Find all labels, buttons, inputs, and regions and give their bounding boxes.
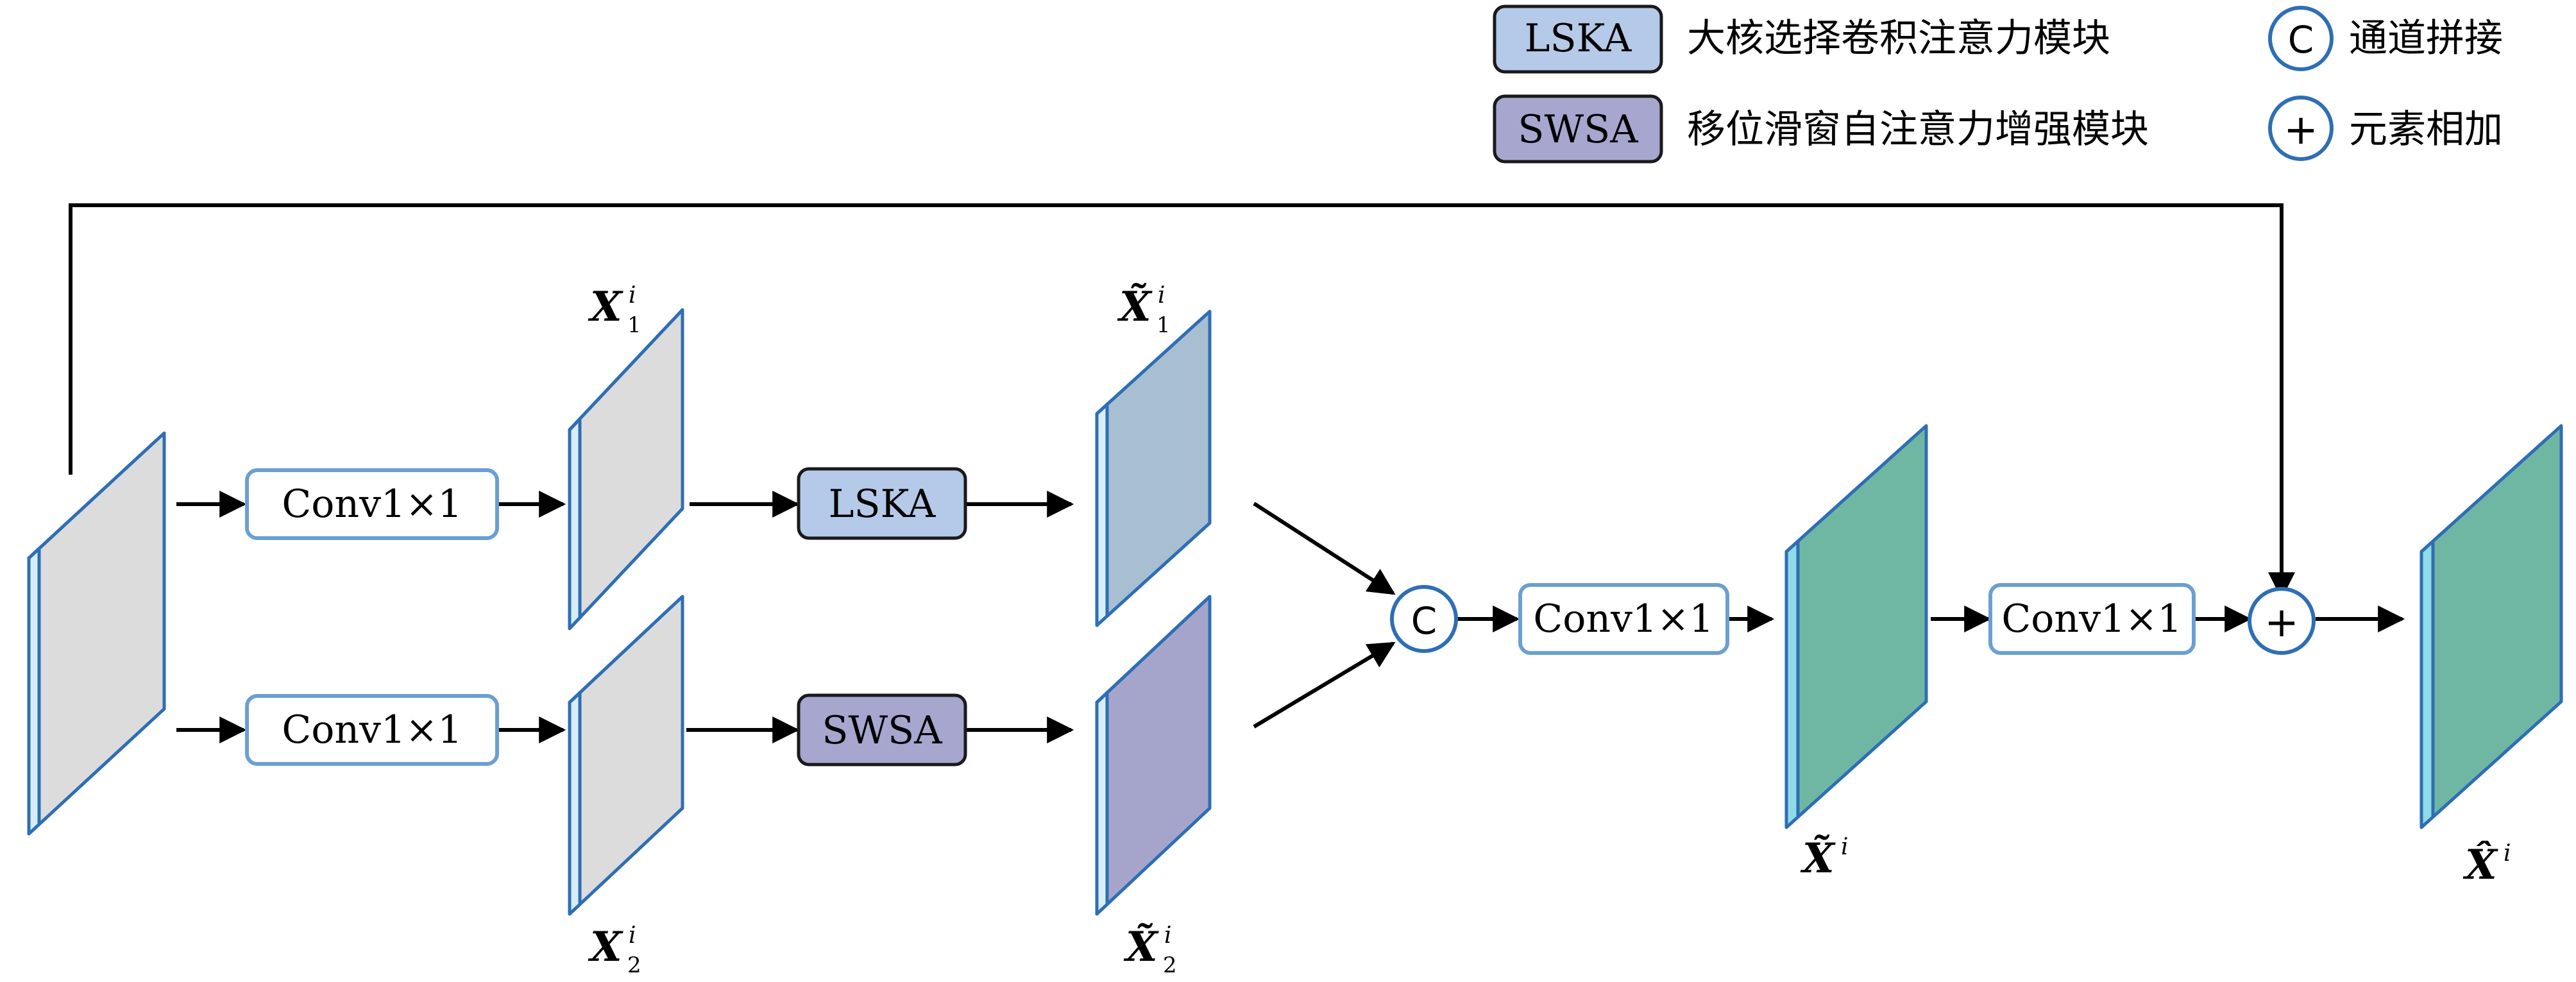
label-x1-sup: i: [629, 282, 636, 309]
label-x2-tilde: X̃ i 2: [1123, 922, 1177, 978]
feature-map-x1-tilde-face: [1105, 310, 1212, 618]
label-x-tilde: X̃ i: [1800, 834, 1849, 883]
label-x-hat-sup: i: [2504, 840, 2511, 867]
legend-lska-swatch: [1493, 4, 1663, 74]
legend-concat-icon: [2268, 6, 2334, 71]
conv-top-label: Conv1×1: [282, 482, 462, 527]
concat-operator: C: [1390, 585, 1458, 653]
label-x1-tilde: X̃ i 1: [1117, 282, 1171, 338]
legend-add-icon: [2268, 96, 2334, 161]
label-x1-base: X: [588, 283, 623, 331]
legend-swsa-tag: SWSA: [1518, 107, 1638, 152]
legend-swsa: SWSA 移位滑窗自注意力增强模块: [1493, 94, 2149, 164]
label-x-tilde-base: X̃: [1800, 834, 1836, 883]
label-x1-sub: 1: [627, 312, 641, 338]
add-symbol: +: [2264, 599, 2299, 647]
label-x2: X i 2: [588, 922, 641, 978]
feature-map-x2-tilde-face: [1105, 595, 1212, 906]
arrow-x1-tilde-to-concat: [1253, 502, 1396, 595]
feature-map-input-face: [37, 431, 166, 826]
feature-map-x1-tilde: [1095, 310, 1212, 627]
legend-concat: C 通道拼接: [2268, 6, 2503, 71]
legend-swsa-text: 移位滑窗自注意力增强模块: [1687, 107, 2149, 152]
label-x2-tilde-base: X̃: [1123, 922, 1159, 971]
legend-lska-tag: LSKA: [1525, 16, 1632, 61]
concat-icon: [1390, 585, 1458, 653]
flow-arrows: [176, 491, 2405, 743]
swsa-block: SWSA: [797, 693, 967, 766]
concat-symbol: C: [1411, 599, 1437, 643]
feature-map-x1-face: [578, 308, 684, 620]
label-x-tilde-sup: i: [1841, 834, 1849, 860]
legend-add-symbol: +: [2284, 106, 2318, 154]
conv-after-concat-block: Conv1×1: [1518, 583, 1729, 655]
feature-map-x-tilde: [1784, 424, 1928, 829]
legend-lska: LSKA 大核选择卷积注意力模块: [1493, 4, 2110, 74]
label-x-hat: X̂ i: [2462, 840, 2511, 889]
swsa-label: SWSA: [822, 708, 942, 753]
feature-map-x-hat-side: [2419, 539, 2435, 829]
lska-block: LSKA: [797, 467, 967, 540]
feature-map-x2-face: [578, 595, 684, 906]
label-x1-tilde-sub: 1: [1157, 312, 1171, 338]
conv-bottom-label: Conv1×1: [282, 707, 462, 752]
conv-after-concat-label: Conv1×1: [1533, 597, 1713, 641]
legend-add: + 元素相加: [2268, 96, 2503, 161]
label-x2-tilde-sup: i: [1164, 922, 1172, 949]
add-icon: [2248, 587, 2316, 655]
conv-bottom-block: Conv1×1: [245, 694, 499, 766]
label-x1-tilde-sup: i: [1158, 282, 1165, 309]
arrow-x2-tilde-to-concat: [1253, 641, 1396, 729]
feature-map-x2: [568, 595, 684, 916]
label-x2-tilde-sub: 2: [1163, 952, 1177, 978]
legend-lska-text: 大核选择卷积注意力模块: [1687, 16, 2110, 61]
feature-map-x-tilde-side: [1784, 539, 1800, 829]
feature-maps: [27, 308, 2563, 916]
feature-map-x-tilde-face: [1796, 424, 1928, 819]
legend: LSKA 大核选择卷积注意力模块 SWSA 移位滑窗自注意力增强模块 C 通道拼…: [1493, 4, 2503, 164]
feature-map-x-hat-face: [2431, 424, 2563, 819]
label-x1: X i 1: [588, 282, 641, 338]
label-x-hat-base: X̂: [2462, 841, 2498, 889]
skip-connection-arrow: [69, 203, 2295, 600]
conv-final-label: Conv1×1: [2001, 597, 2182, 641]
label-x1-tilde-base: X̃: [1117, 282, 1153, 331]
add-operator: +: [2248, 587, 2316, 655]
feature-map-x-hat: [2419, 424, 2563, 829]
legend-concat-text: 通道拼接: [2349, 16, 2503, 61]
lska-label: LSKA: [829, 482, 936, 527]
feature-map-input: [27, 431, 166, 836]
conv-final-block: Conv1×1: [1988, 583, 2196, 655]
feature-map-x1: [568, 308, 684, 631]
legend-add-text: 元素相加: [2349, 107, 2503, 152]
label-x2-sup: i: [629, 922, 636, 949]
label-x2-sub: 2: [627, 952, 641, 978]
conv-top-block: Conv1×1: [245, 468, 499, 540]
label-x2-base: X: [588, 923, 623, 971]
legend-swsa-swatch: [1493, 94, 1663, 164]
legend-concat-symbol: C: [2288, 18, 2314, 62]
feature-map-x2-tilde: [1095, 595, 1212, 916]
